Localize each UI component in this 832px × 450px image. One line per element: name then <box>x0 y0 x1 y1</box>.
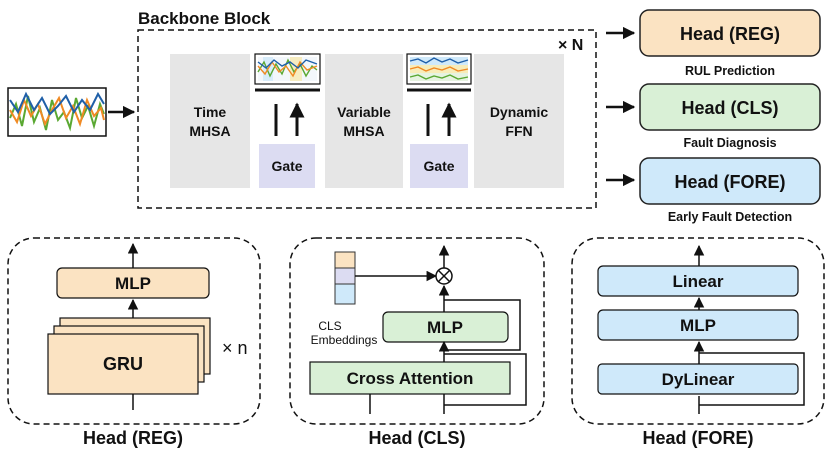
dynamic-ffn-label-1: Dynamic <box>490 104 549 120</box>
dylinear-label: DyLinear <box>662 370 735 389</box>
gru-repeat-label: × n <box>222 338 248 358</box>
fore-mlp-box <box>597 309 799 341</box>
backbone-block <box>137 29 597 209</box>
reg-head-caption: Head (REG) <box>83 428 183 448</box>
cross-attention-box <box>309 361 511 395</box>
gate-module-2: Gate <box>406 53 472 188</box>
output-head-cls-label: Head (CLS) <box>681 98 778 118</box>
fore-residual-line <box>699 352 805 406</box>
cls-embeddings-label-1: CLS <box>318 319 341 333</box>
cls-embeddings-label-2: Embeddings <box>311 333 378 347</box>
gate-box-2 <box>410 144 468 188</box>
output-task-reg: RUL Prediction <box>685 64 775 78</box>
gate-label-2: Gate <box>423 158 454 174</box>
gate-label-1: Gate <box>271 158 302 174</box>
output-task-fore: Early Fault Detection <box>668 210 792 224</box>
output-task-cls: Fault Diagnosis <box>683 136 776 150</box>
time-mhsa-label-1: Time <box>194 104 227 120</box>
output-head-reg-label: Head (REG) <box>680 24 780 44</box>
cross-attn-residual-line <box>444 353 527 406</box>
linear-label: Linear <box>672 272 723 291</box>
fore-head-frame <box>571 237 825 425</box>
output-head-fore-box <box>639 157 821 205</box>
output-head-cls-box <box>639 83 821 131</box>
backbone-title: Backbone Block <box>138 9 271 28</box>
output-head-reg-box <box>639 9 821 57</box>
cls-mlp-residual-line <box>444 299 521 351</box>
output-head-fore-label: Head (FORE) <box>674 172 785 192</box>
dynamic-ffn-panel <box>474 54 564 188</box>
time-mhsa-panel <box>170 54 250 188</box>
cls-embedding-cell-3 <box>334 283 356 305</box>
reg-mlp-label: MLP <box>115 274 151 293</box>
cls-embedding-cell-1 <box>334 251 356 269</box>
dylinear-box <box>597 363 799 395</box>
input-signal-thumbnail <box>7 87 107 137</box>
backbone-repeat: × N <box>558 37 583 54</box>
fore-head-detail: DyLinear MLP Linear <box>571 237 825 425</box>
cls-mlp-label: MLP <box>427 318 463 337</box>
fore-head-caption: Head (FORE) <box>642 428 753 448</box>
cls-embedding-cell-2 <box>334 267 356 285</box>
variable-mhsa-label-1: Variable <box>337 104 391 120</box>
variable-mhsa-panel <box>325 54 403 188</box>
fore-mlp-label: MLP <box>680 316 716 335</box>
gru-box <box>47 333 199 395</box>
dynamic-ffn-label-2: FFN <box>505 123 532 139</box>
signal-line-blue <box>9 91 105 116</box>
cls-head-detail: CLS Embeddings MLP Cross Attention <box>289 237 545 425</box>
cls-head-frame <box>289 237 545 425</box>
linear-box <box>597 265 799 297</box>
cls-head-caption: Head (CLS) <box>368 428 465 448</box>
signal-line-orange <box>9 95 105 128</box>
variable-mhsa-label-2: MHSA <box>343 123 384 139</box>
reg-head-detail: GRU × n MLP <box>7 237 261 425</box>
gate-box-1 <box>259 144 315 188</box>
cross-attention-label: Cross Attention <box>347 369 474 388</box>
time-mhsa-label-2: MHSA <box>189 123 230 139</box>
reg-head-frame <box>7 237 261 425</box>
gru-label: GRU <box>103 354 143 374</box>
gate-module-1: Gate <box>254 53 321 188</box>
